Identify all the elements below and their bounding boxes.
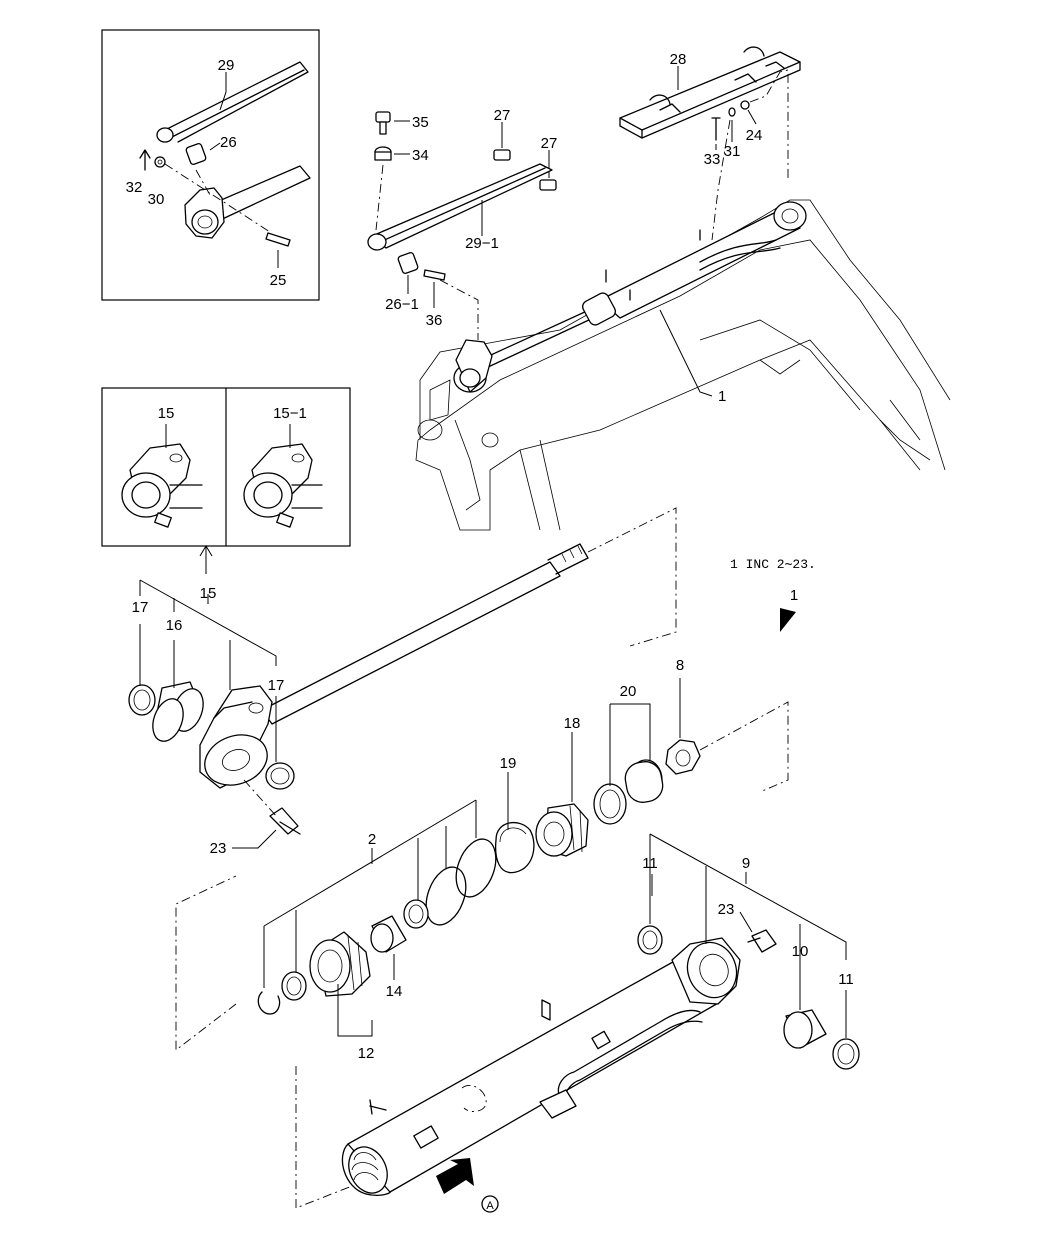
label-31: 31 [724,143,741,160]
label-12: 12 [358,1045,375,1062]
label-32: 32 [126,179,143,196]
installed-boom-cylinder [453,201,807,397]
label-30: 30 [148,191,165,208]
detail-box-rod-variants [101,387,351,574]
label-36: 36 [426,312,443,329]
label-26: 26 [220,134,237,151]
label-arrow-1: 1 [790,587,798,604]
label-28: 28 [670,51,687,68]
piston-parts [494,678,789,874]
label-15-box: 15 [158,405,175,422]
hose-clamp-bracket [619,46,801,241]
label-19: 19 [500,755,517,772]
label-24: 24 [746,127,763,144]
detail-box-pin-lock [101,29,320,301]
piston-rod [199,507,677,789]
label-11b: 11 [838,971,854,988]
label-16: 16 [166,617,183,634]
label-17a: 17 [132,599,149,616]
cylinder-tube [295,833,860,1213]
label-1: 1 [718,388,726,405]
label-15-1: 15−1 [273,405,307,422]
label-2: 2 [368,831,376,848]
includes-note: 1 INC 2∼23. [730,557,816,572]
label-35: 35 [412,114,429,131]
label-27a: 27 [494,107,511,124]
label-29: 29 [218,57,235,74]
label-23b: 23 [718,901,735,918]
label-26-1: 26−1 [385,296,419,313]
label-17b: 17 [268,677,285,694]
label-9: 9 [742,855,750,872]
label-34: 34 [412,147,429,164]
rod-end-seals [128,579,301,849]
label-33: 33 [704,151,721,168]
label-view-a: A [486,1200,494,1212]
label-8: 8 [676,657,684,674]
label-29-1: 29−1 [465,235,499,252]
label-11a: 11 [642,855,658,872]
label-25: 25 [270,272,287,289]
label-18: 18 [564,715,581,732]
label-20: 20 [620,683,637,700]
label-27b: 27 [541,135,558,152]
label-10: 10 [792,943,809,960]
lock-plate-assembly [367,111,557,340]
gland-seal-kit [175,799,497,1051]
label-23a: 23 [210,840,227,857]
part-labels: 29 26 32 30 25 35 34 27 27 29−1 26−1 36 … [126,51,854,1212]
label-15: 15 [200,585,217,602]
label-14: 14 [386,983,403,1000]
view-arrow-icon [780,608,796,632]
